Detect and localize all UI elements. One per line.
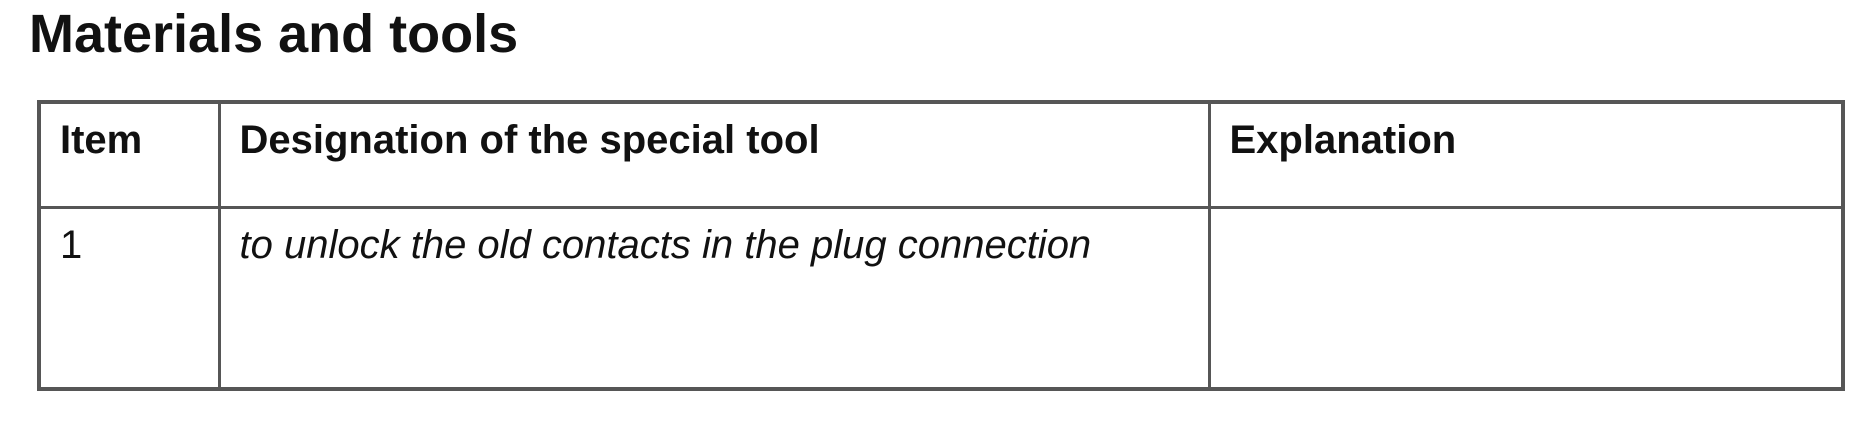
table-cell-explanation <box>1207 205 1845 391</box>
page-title: Materials and tools <box>29 4 519 64</box>
table-row: 1 to unlock the old contacts in the plug… <box>37 205 1845 391</box>
column-header-item: Item <box>37 100 221 209</box>
table-cell-item: 1 <box>37 205 221 391</box>
column-header-explanation: Explanation <box>1207 100 1845 209</box>
materials-tools-table: Item Designation of the special tool Exp… <box>37 100 1845 391</box>
column-header-designation: Designation of the special tool <box>217 100 1211 209</box>
table-header-row: Item Designation of the special tool Exp… <box>37 100 1845 209</box>
table-cell-designation: to unlock the old contacts in the plug c… <box>217 205 1211 391</box>
